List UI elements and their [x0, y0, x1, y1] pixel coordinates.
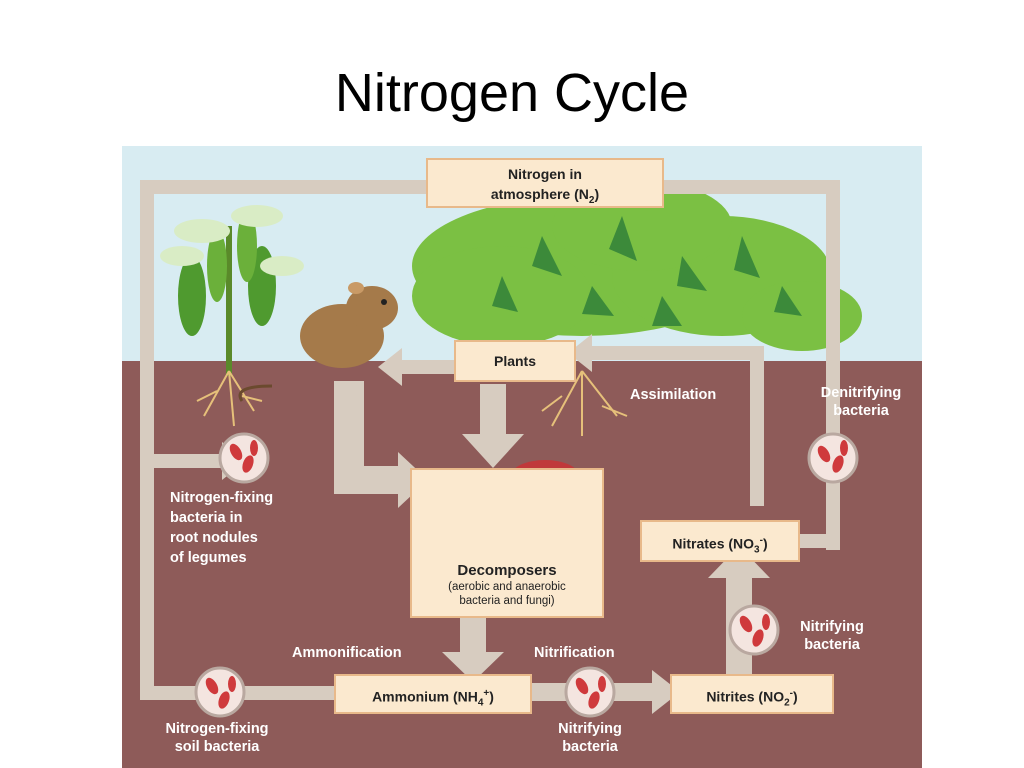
nitrates-box: Nitrates (NO3-): [640, 520, 800, 562]
nitrifying-right-label: Nitrifying bacteria: [800, 619, 864, 653]
ammonium-box: Ammonium (NH4+): [334, 674, 532, 714]
bacteria-nodule: [218, 432, 270, 484]
bacteria-nitrifying-right: [728, 604, 780, 656]
plant-roots: [541, 370, 628, 436]
denitrifying-label: Denitrifying bacteria: [820, 385, 902, 419]
bacteria-denitrifying: [807, 432, 859, 484]
legume-plant: [160, 205, 304, 376]
plant-foliage-dark: [492, 216, 802, 326]
decomposers-line2: bacteria and fungi): [459, 595, 555, 607]
bacteria-nitrifying-bottom: [564, 666, 616, 718]
mouse-animal: [238, 282, 398, 402]
atmosphere-box: Nitrogen in atmosphere (N2): [426, 158, 664, 208]
nitrites-box: Nitrites (NO2-): [670, 674, 834, 714]
atmosphere-line1: Nitrogen in: [508, 166, 582, 182]
decomposers-box: Decomposers (aerobic and anaerobic bacte…: [410, 468, 604, 618]
plants-label: Plants: [493, 353, 536, 369]
atmosphere-line2: atmosphere (N2): [490, 186, 600, 206]
plants-box: Plants: [454, 340, 576, 382]
nitrifying-bottom-label: Nitrifying bacteria: [558, 721, 622, 755]
nodule-bacteria-label: Nitrogen-fixing bacteria in root nodules…: [170, 490, 274, 566]
decomposers-line1: (aerobic and anaerobic: [448, 581, 566, 593]
nitrification-label: Nitrification: [534, 645, 615, 661]
decomposers-title: Decomposers: [457, 562, 557, 579]
bacteria-soil: [194, 666, 246, 718]
ammonification-label: Ammonification: [292, 645, 402, 661]
assimilation-label: Assimilation: [630, 387, 717, 403]
nitrogen-cycle-diagram: Nitrogen in atmosphere (N2) Plants Decom…: [122, 146, 922, 768]
slide-title: Nitrogen Cycle: [334, 63, 690, 123]
soil-bacteria-label: Nitrogen-fixing soil bacteria: [165, 721, 269, 755]
